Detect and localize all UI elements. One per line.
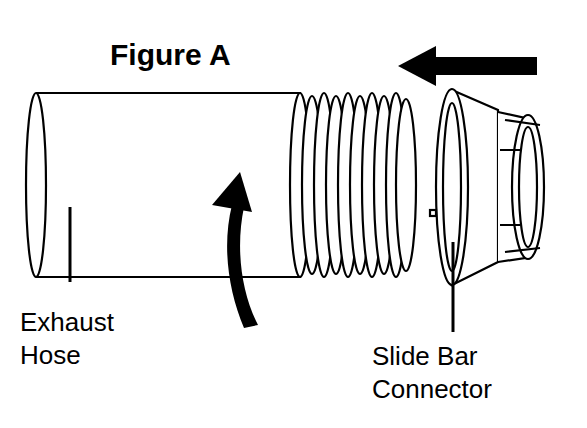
hose-body (36, 93, 300, 277)
slide-bar-connector (430, 89, 544, 285)
figure-title: Figure A (110, 38, 231, 72)
leader-lines (70, 207, 453, 332)
hose-ribs (290, 93, 416, 277)
part-label: Exhaust Hose (20, 306, 150, 372)
direction-arrow (398, 46, 537, 86)
hose-end (26, 93, 46, 277)
rotation-arrow (212, 172, 258, 328)
part-label: Slide Bar Connector (372, 340, 547, 406)
